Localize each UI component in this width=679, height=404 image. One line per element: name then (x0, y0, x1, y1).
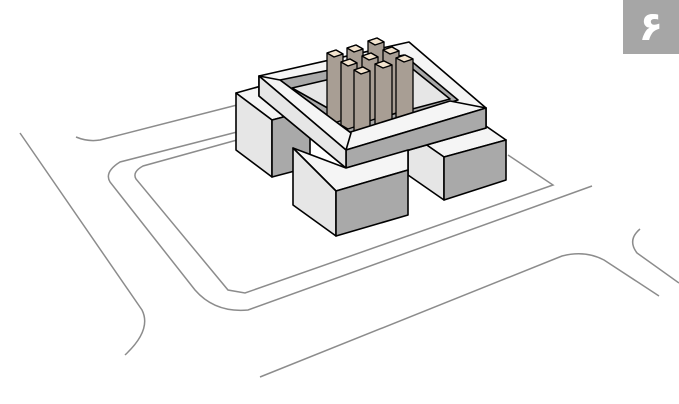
block-front (292, 147, 409, 237)
figure-number: ۶ (638, 4, 664, 50)
figure-number-badge: ۶ (623, 0, 679, 54)
road-lines (19, 104, 679, 378)
ring-front-arm (258, 75, 487, 169)
tower (353, 66, 371, 136)
tower (374, 60, 393, 130)
tower (395, 54, 414, 122)
tower-grid (326, 37, 414, 136)
